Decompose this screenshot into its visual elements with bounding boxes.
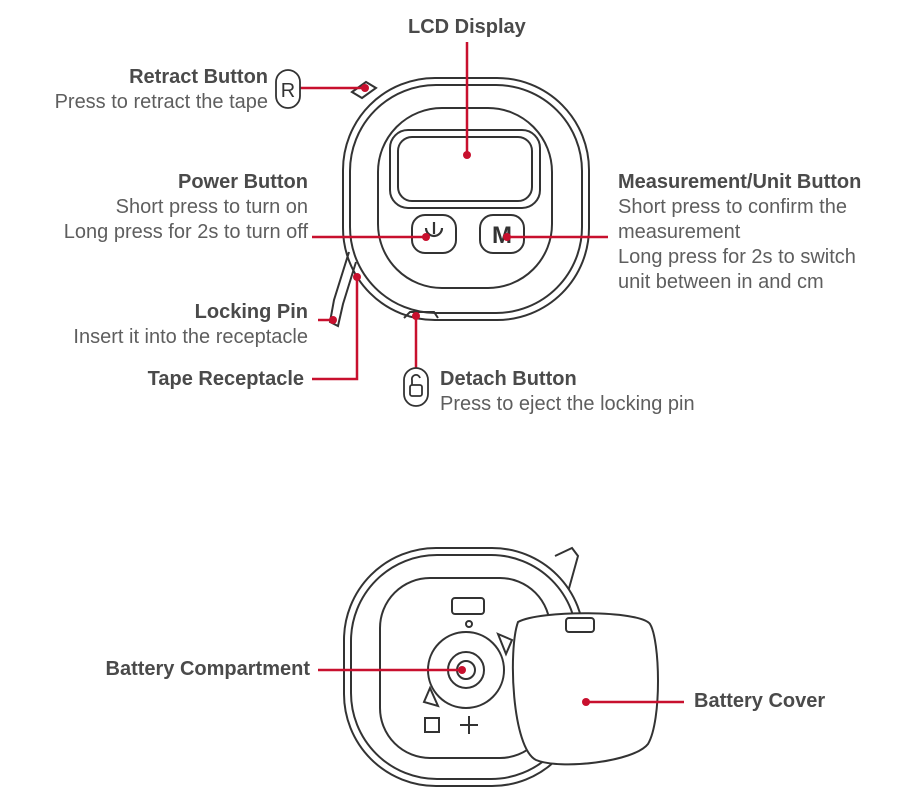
detach-button-label: Detach Button Press to eject the locking…	[440, 368, 695, 415]
retract-glyph: R	[281, 80, 295, 102]
tape-receptacle-label: Tape Receptacle	[147, 368, 304, 390]
unlock-icon	[403, 367, 429, 407]
measure-glyph: M	[492, 222, 512, 249]
power-button-label: Power Button Short press to turn on Long…	[63, 171, 308, 243]
retract-badge: R	[275, 69, 301, 109]
locking-pin-label: Locking Pin Insert it into the receptacl…	[73, 301, 308, 348]
retract-button-label: Retract Button Press to retract the tape	[54, 66, 268, 113]
battery-cover-label: Battery Cover	[694, 690, 826, 712]
back-device	[343, 546, 659, 787]
callout-lines	[300, 42, 684, 704]
measurement-button-label: Measurement/Unit Button Short press to c…	[618, 171, 862, 293]
callout-dots	[329, 84, 590, 706]
front-device	[328, 77, 590, 328]
power-icon	[424, 222, 444, 238]
lcd-display-label: LCD Display	[408, 16, 526, 38]
battery-compartment-label: Battery Compartment	[105, 658, 310, 680]
